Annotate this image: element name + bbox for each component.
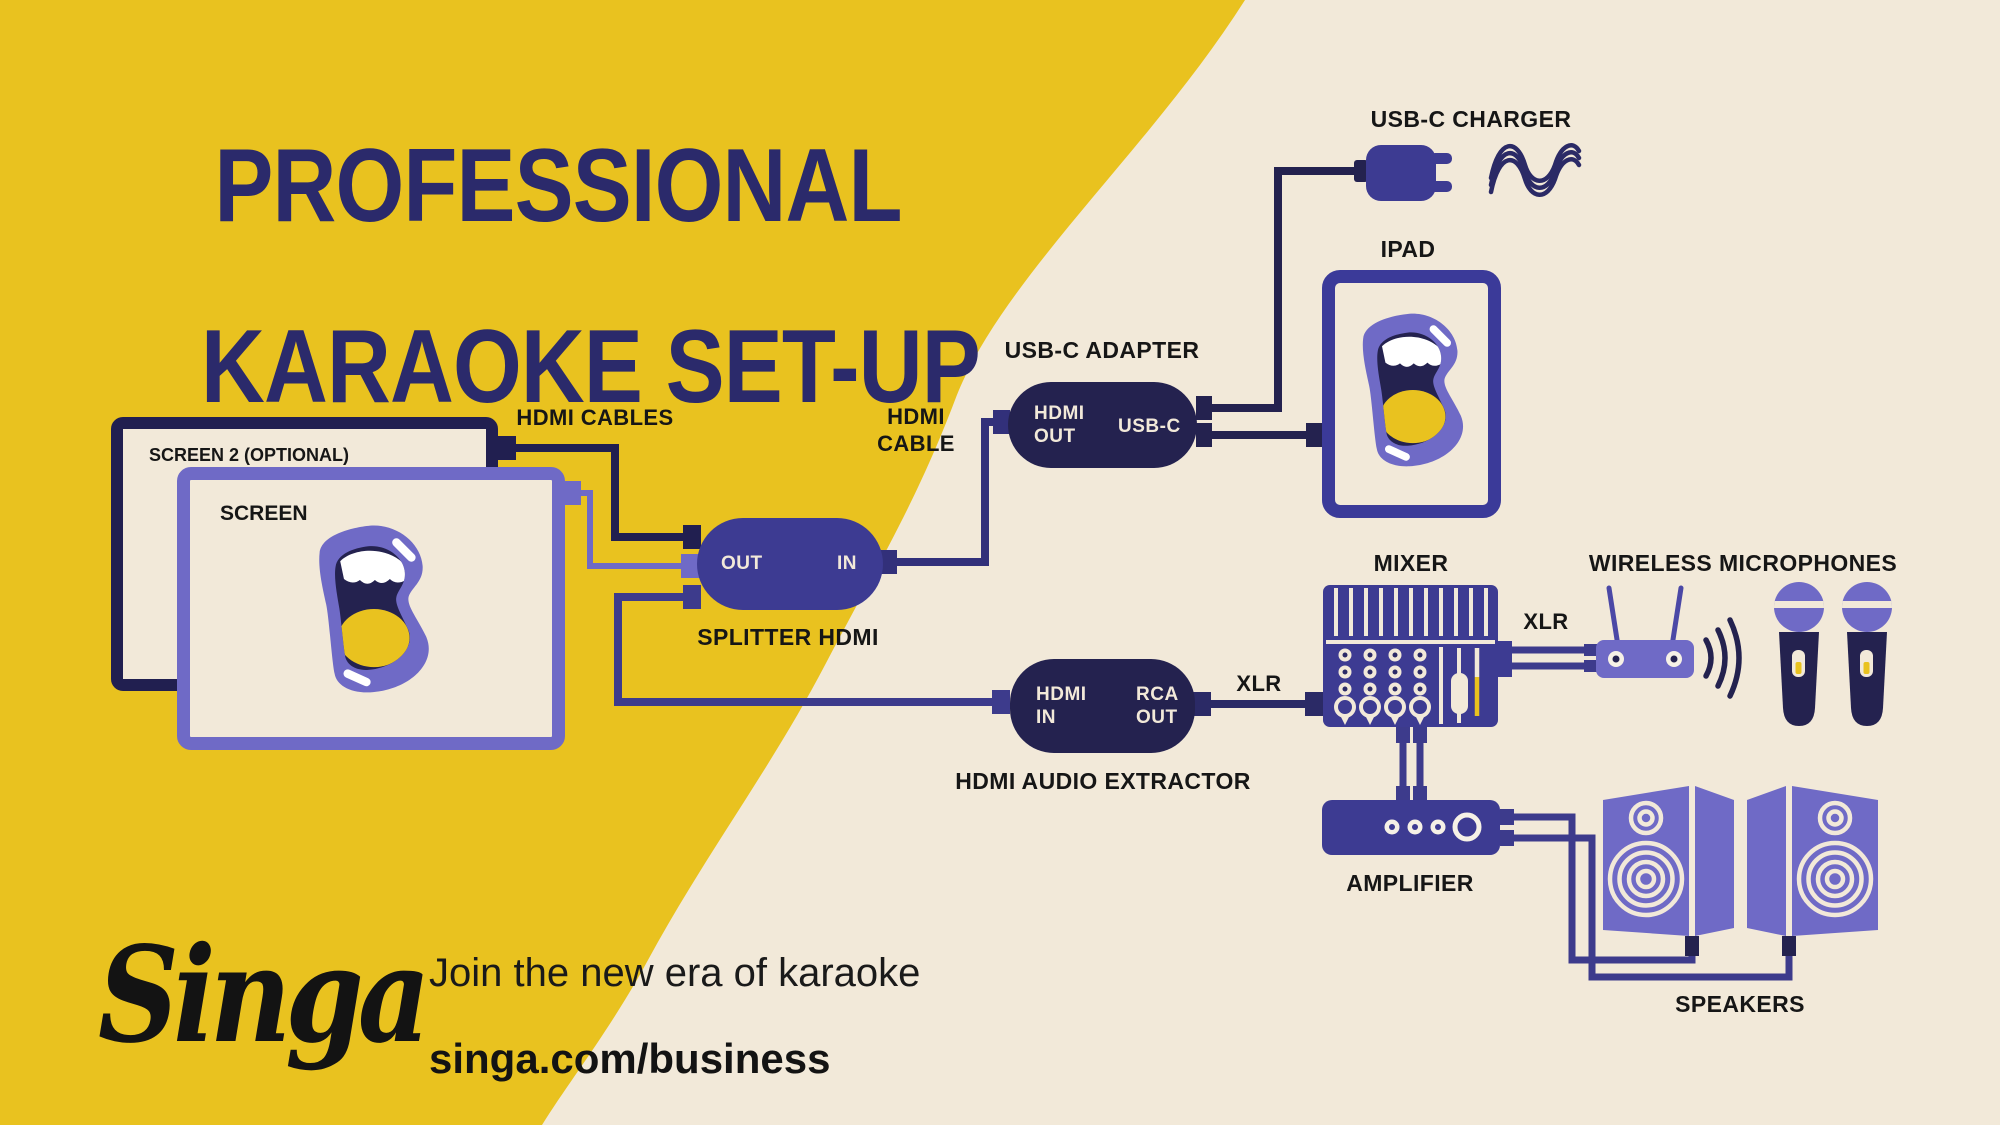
ipad-device <box>1322 270 1501 518</box>
speakers-icons <box>1603 786 1878 956</box>
cable-adapter-to-charger <box>1204 167 1362 412</box>
mixer-device <box>1323 585 1498 727</box>
extractor-hdmi-in-label: HDMI IN <box>1036 683 1087 729</box>
usbc-adapter-device: HDMI OUT USB-C <box>1008 382 1197 468</box>
wireless-microphones-icons <box>1774 582 1892 726</box>
mouth-icon <box>314 518 432 700</box>
adapter-out-text: OUT <box>1034 426 1076 447</box>
splitter-out-port-label: OUT <box>721 553 763 574</box>
speaker-icon <box>1747 786 1878 956</box>
microphone-icon <box>1842 582 1892 726</box>
amplifier-knobs-icon <box>1384 812 1482 842</box>
wireless-microphones-label: WIRELESS MICROPHONES <box>1588 550 1898 576</box>
plug-icon <box>1354 145 1452 201</box>
screen-label: SCREEN <box>220 502 308 525</box>
usbc-charger-label: USB-C CHARGER <box>1370 106 1572 132</box>
hdmi-audio-extractor-label: HDMI AUDIO EXTRACTOR <box>955 768 1251 794</box>
title-line-2: KARAOKE SET-UP <box>201 309 981 425</box>
screen2-label: SCREEN 2 (OPTIONAL) <box>149 445 350 465</box>
speakers-label: SPEAKERS <box>1675 991 1805 1017</box>
adapter-usbc-label: USB-C <box>1118 416 1181 437</box>
receiver-ports-icon <box>1608 651 1682 667</box>
wireless-receiver-device <box>1596 640 1694 678</box>
splitter-label: SPLITTER HDMI <box>697 624 879 650</box>
extractor-in-text: IN <box>1036 707 1056 728</box>
usbc-adapter-label: USB-C ADAPTER <box>1004 337 1200 363</box>
page-title: PROFESSIONAL KARAOKE SET-UP <box>201 96 981 458</box>
extractor-out-text: OUT <box>1136 707 1178 728</box>
splitter-device: OUT IN <box>697 518 883 610</box>
hdmi-cable-line1: HDMI <box>887 404 945 429</box>
cable-splitter-to-extractor <box>614 593 1002 706</box>
xlr-left-label: XLR <box>1236 671 1282 696</box>
ipad-label: IPAD <box>1380 236 1436 262</box>
speaker-icon <box>1603 786 1734 956</box>
hdmi-cable-label: HDMI CABLE <box>877 403 955 457</box>
singa-logo: Singa <box>98 918 431 1073</box>
cable-screen2-to-splitter <box>506 444 699 541</box>
splitter-in-port-label: IN <box>837 553 857 574</box>
hdmi-cables-label: HDMI CABLES <box>516 405 674 430</box>
extractor-rca-out-label: RCA OUT <box>1136 683 1179 729</box>
footer-url: singa.com/business <box>429 1035 831 1082</box>
sound-waves-icon <box>1703 617 1742 699</box>
squiggle-cable-icon <box>1488 143 1582 197</box>
cable-splitter-to-adapter <box>888 418 1000 566</box>
antenna-icon <box>1606 585 1684 649</box>
hdmi-audio-extractor-device: HDMI IN RCA OUT <box>1010 659 1195 753</box>
mixer-label: MIXER <box>1373 550 1449 576</box>
microphone-icon <box>1774 582 1824 726</box>
screen-device: SCREEN <box>177 467 565 750</box>
footer-tagline: Join the new era of karaoke <box>429 951 921 995</box>
title-line-1: PROFESSIONAL <box>214 128 902 244</box>
hdmi-cable-line2: CABLE <box>877 431 955 456</box>
extractor-hdmi-text: HDMI <box>1036 684 1087 705</box>
extractor-rca-text: RCA <box>1136 684 1179 705</box>
cable-screen-to-splitter <box>573 490 699 569</box>
connector-tabs <box>496 396 1598 846</box>
xlr-right-label: XLR <box>1523 609 1569 634</box>
adapter-hdmi-text: HDMI <box>1034 403 1085 424</box>
amplifier-label: AMPLIFIER <box>1346 870 1474 896</box>
mixer-panel-icon <box>1326 588 1495 725</box>
adapter-hdmi-out-label: HDMI OUT <box>1034 402 1085 448</box>
cable-amp-to-speaker-2 <box>1508 834 1793 981</box>
amplifier-device <box>1322 800 1500 855</box>
mouth-icon <box>1358 310 1466 470</box>
